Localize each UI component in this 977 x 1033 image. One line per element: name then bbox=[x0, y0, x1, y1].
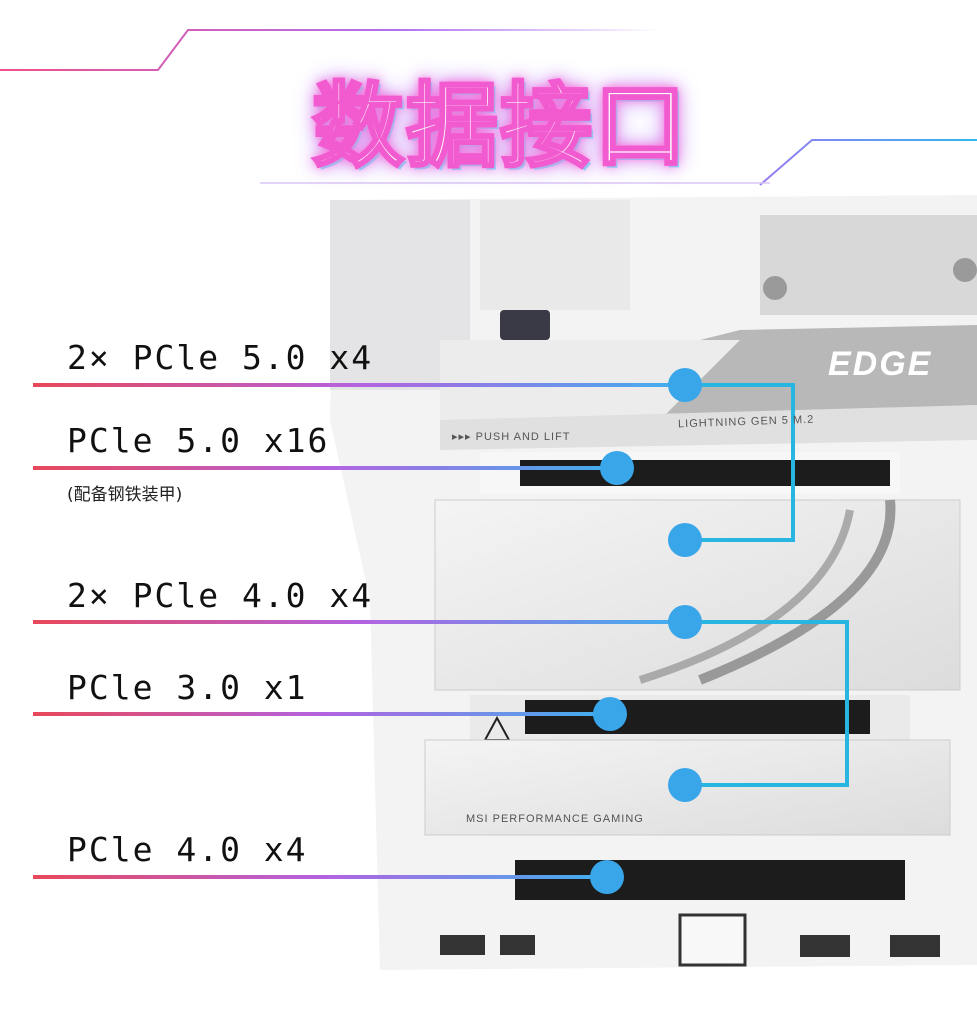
label-pcie4-x4-dual: 2× PCle 4.0 x4 bbox=[67, 576, 374, 615]
label-pcie4-x4: PCle 4.0 x4 bbox=[67, 830, 308, 869]
leader-line-2 bbox=[33, 466, 617, 470]
performance-text: MSI PERFORMANCE GAMING bbox=[466, 813, 644, 825]
leader-line-3 bbox=[33, 620, 685, 624]
marker-dot bbox=[590, 860, 624, 894]
motherboard-image bbox=[330, 195, 977, 970]
marker-dot bbox=[600, 451, 634, 485]
marker-dot bbox=[668, 768, 702, 802]
marker-dot bbox=[668, 605, 702, 639]
marker-dot bbox=[668, 368, 702, 402]
leader-line-1 bbox=[33, 383, 685, 387]
label-pcie5-x16-note: (配备钢铁装甲) bbox=[67, 485, 183, 505]
marker-dot bbox=[668, 523, 702, 557]
push-and-lift-text: ▸▸▸ PUSH AND LIFT bbox=[452, 431, 571, 443]
marker-dot bbox=[593, 697, 627, 731]
label-pcie5-x4: 2× PCle 5.0 x4 bbox=[67, 338, 374, 377]
decorative-line-right bbox=[759, 139, 977, 186]
brand-logo-text: EDGE bbox=[828, 345, 933, 383]
connector-m2-gen5 bbox=[685, 383, 795, 542]
label-pcie3-x1: PCle 3.0 x1 bbox=[67, 668, 308, 707]
leader-line-4 bbox=[33, 712, 610, 716]
decorative-line-top-left bbox=[0, 29, 660, 71]
connector-m2-gen4 bbox=[685, 620, 849, 787]
page-title: 数据接口 bbox=[310, 72, 688, 182]
label-pcie5-x16: PCle 5.0 x16 bbox=[67, 421, 330, 460]
leader-line-5 bbox=[33, 875, 607, 879]
